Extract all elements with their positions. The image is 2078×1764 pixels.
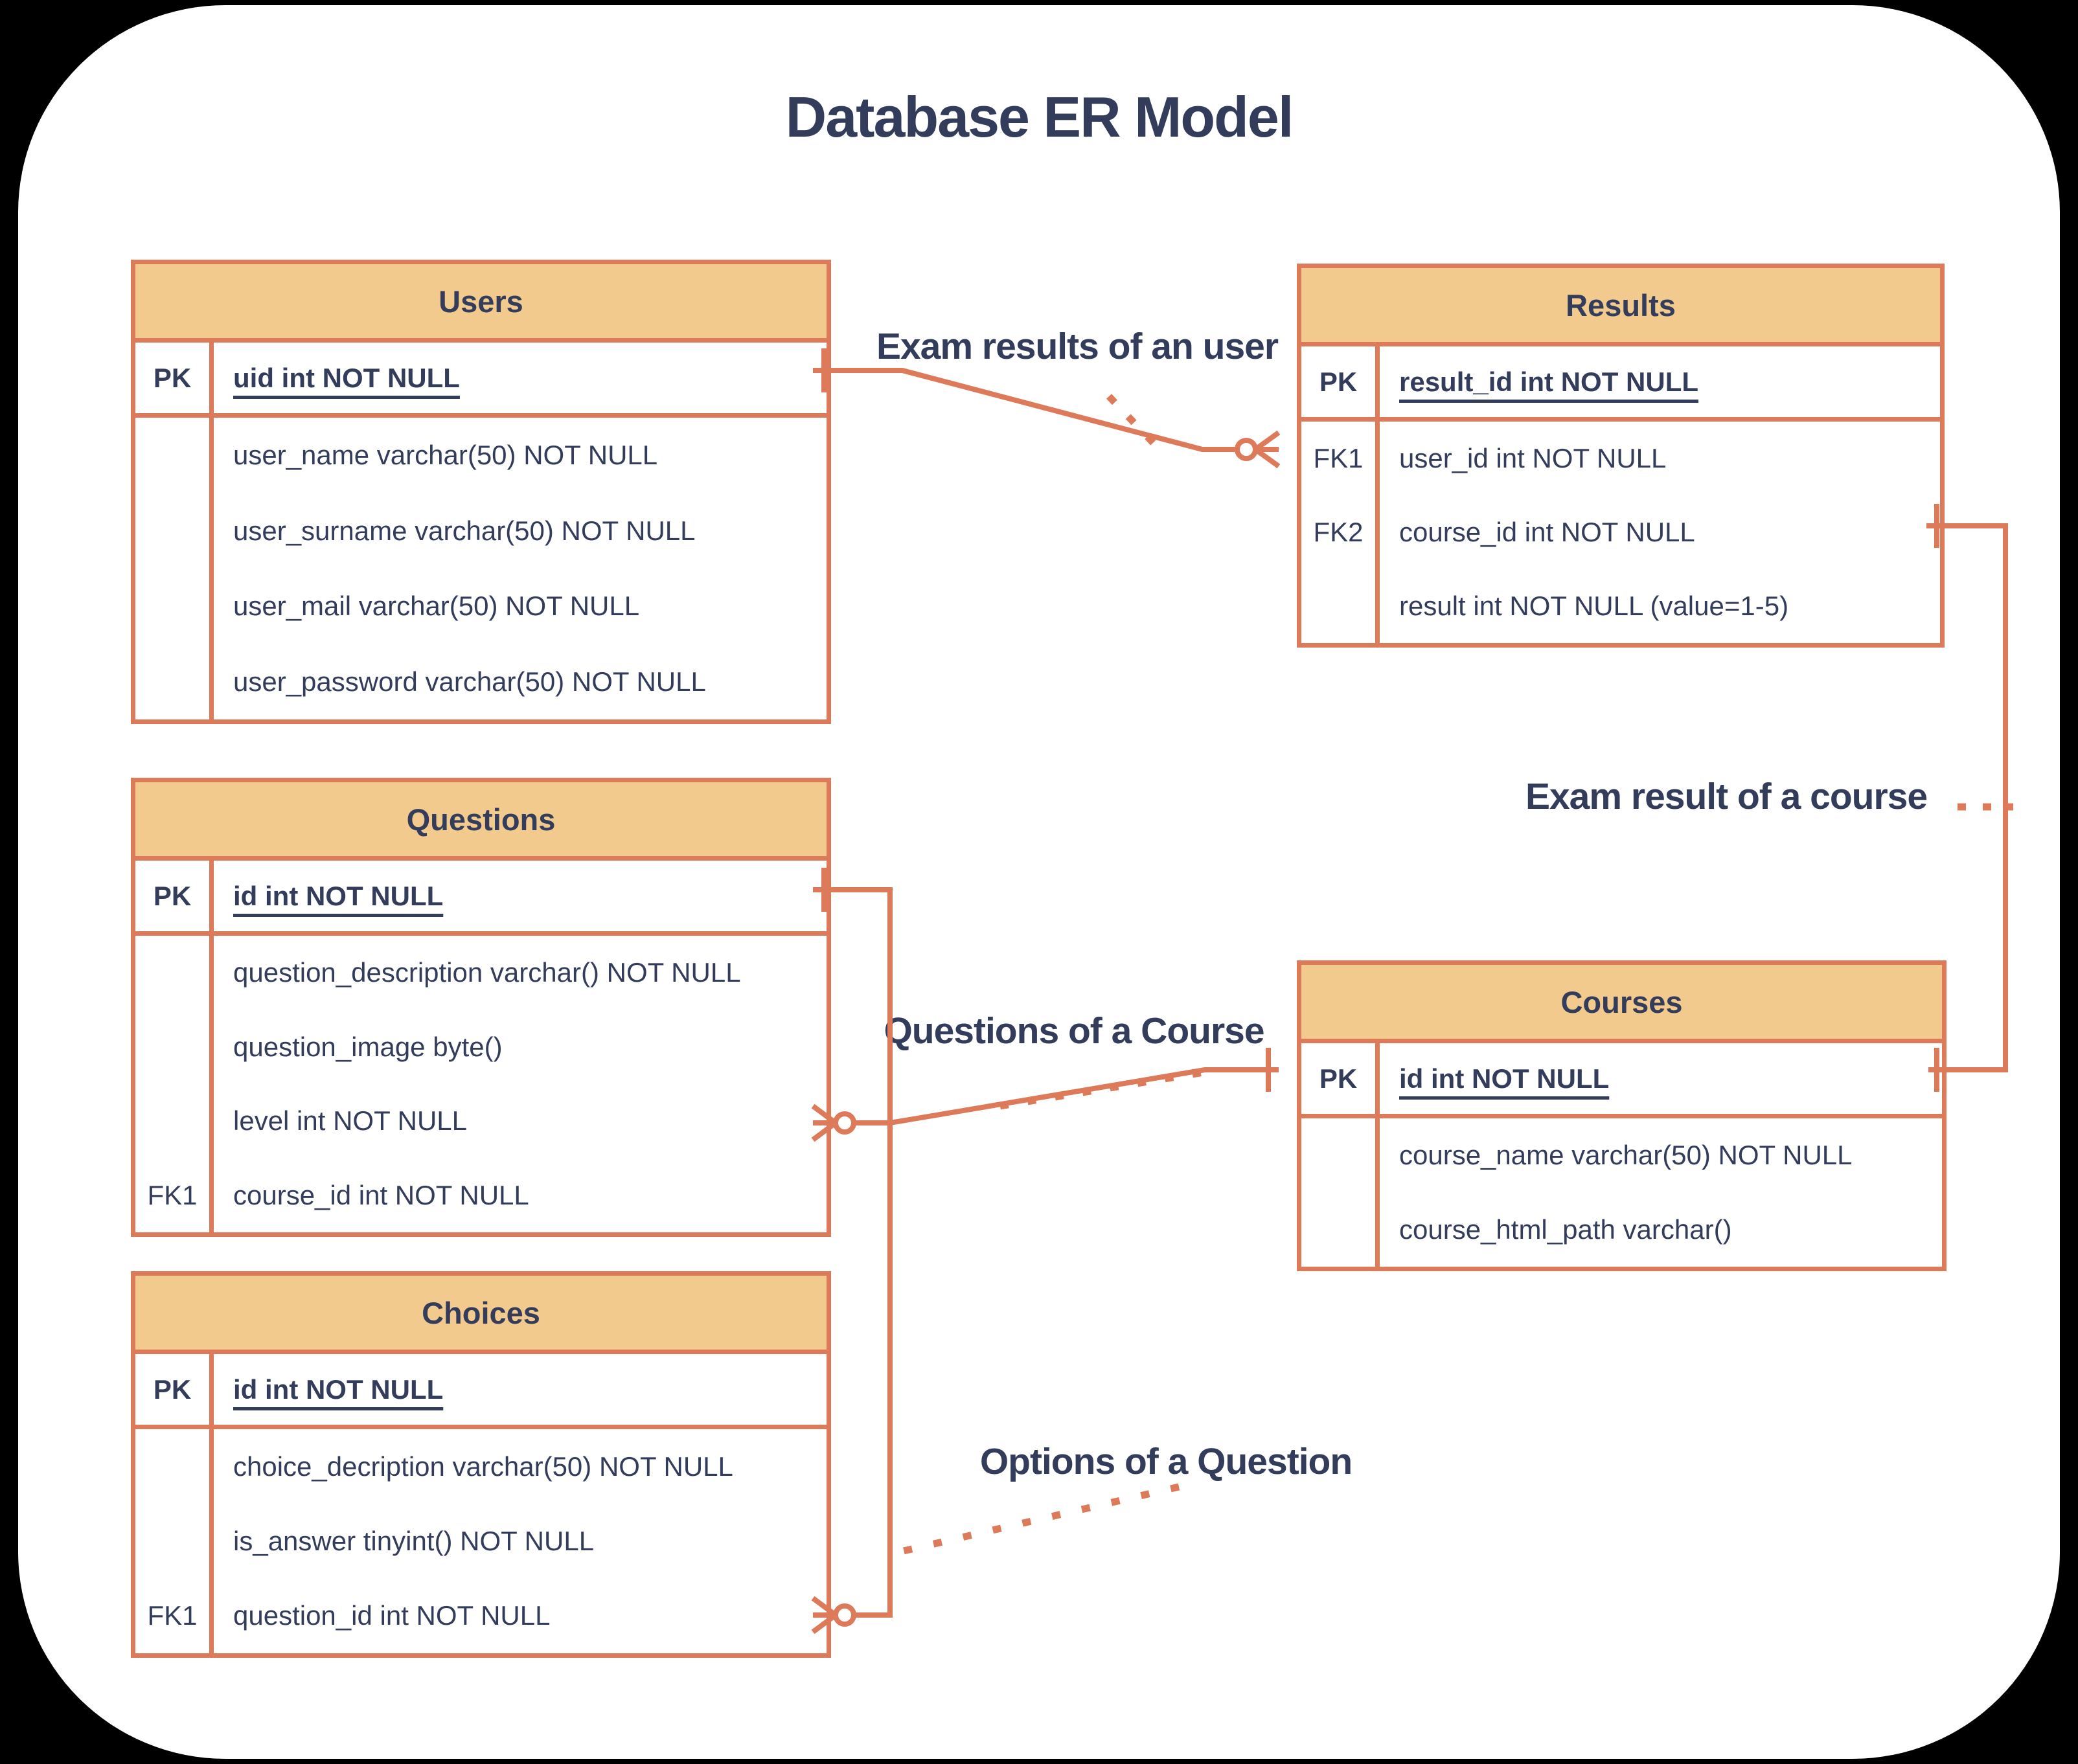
zero-circle — [833, 1111, 856, 1135]
key-cell — [135, 418, 214, 493]
entity-courses-pk-row: PK id int NOT NULL — [1301, 1043, 1942, 1118]
attribute-row: result int NOT NULL (value=1-5) — [1301, 569, 1940, 643]
entity-courses-header: Courses — [1301, 965, 1942, 1043]
entity-results-pk-row: PK result_id int NOT NULL — [1301, 346, 1940, 422]
entity-users-header: Users — [135, 264, 827, 343]
attribute-row: user_mail varchar(50) NOT NULL — [135, 569, 827, 644]
entity-questions: Questions PK id int NOT NULL question_de… — [131, 778, 831, 1237]
entity-questions-pk-row: PK id int NOT NULL — [135, 861, 827, 936]
pk-attr-cell: id int NOT NULL — [233, 880, 444, 911]
entity-users-title: Users — [439, 284, 523, 319]
key-cell — [135, 644, 214, 719]
crow-foot — [1253, 430, 1281, 469]
entity-users-body: user_name varchar(50) NOT NULL user_surn… — [135, 418, 827, 719]
entity-choices-header: Choices — [135, 1276, 827, 1354]
pk-attr-cell: uid int NOT NULL — [233, 362, 460, 393]
key-cell — [1301, 1118, 1380, 1193]
label-leader-dotted — [894, 1483, 1180, 1557]
label-leader-dotted — [1106, 394, 1161, 451]
attr-cell: user_name varchar(50) NOT NULL — [233, 440, 658, 471]
connector-options-of-a-question — [811, 868, 1180, 1634]
pk-key-cell: PK — [135, 1354, 214, 1425]
entity-results-header: Results — [1301, 268, 1940, 346]
attr-cell: question_id int NOT NULL — [233, 1600, 551, 1631]
pk-attr-cell: id int NOT NULL — [233, 1374, 444, 1405]
attr-cell: course_id int NOT NULL — [233, 1179, 529, 1210]
pk-attr-cell: result_id int NOT NULL — [1399, 366, 1698, 397]
key-cell — [135, 569, 214, 644]
page-title: Database ER Model — [785, 85, 1294, 149]
zero-circle — [833, 1603, 856, 1627]
key-cell — [135, 1084, 214, 1159]
entity-results-body: FK1 user_id int NOT NULL FK2 course_id i… — [1301, 422, 1940, 643]
attribute-row: FK1 course_id int NOT NULL — [135, 1158, 827, 1232]
entity-users-pk-row: PK uid int NOT NULL — [135, 343, 827, 418]
entity-choices-pk-row: PK id int NOT NULL — [135, 1354, 827, 1429]
pk-key-cell: PK — [1301, 1043, 1380, 1114]
attribute-row: user_password varchar(50) NOT NULL — [135, 644, 827, 719]
attr-cell: course_name varchar(50) NOT NULL — [1399, 1140, 1853, 1171]
attr-cell: question_description varchar() NOT NULL — [233, 957, 741, 988]
attr-cell: course_html_path varchar() — [1399, 1214, 1732, 1245]
attribute-row: is_answer tinyint() NOT NULL — [135, 1504, 827, 1579]
key-cell: FK1 — [1301, 422, 1380, 495]
attribute-row: question_image byte() — [135, 1010, 827, 1084]
entity-choices-title: Choices — [422, 1295, 540, 1330]
key-cell — [135, 1504, 214, 1579]
label-leader-dotted — [999, 1069, 1204, 1110]
key-cell — [135, 493, 214, 569]
diagram-canvas: Database ER Model Users PK uid int NOT N… — [18, 5, 2060, 1759]
attr-cell: user_id int NOT NULL — [1399, 443, 1667, 473]
entity-choices: Choices PK id int NOT NULL choice_decrip… — [131, 1271, 831, 1658]
attribute-row: FK1 user_id int NOT NULL — [1301, 422, 1940, 495]
pk-attr-cell: id int NOT NULL — [1399, 1063, 1610, 1094]
key-cell — [135, 936, 214, 1010]
attribute-row: course_name varchar(50) NOT NULL — [1301, 1118, 1942, 1193]
entity-courses-title: Courses — [1560, 984, 1683, 1019]
key-cell — [135, 1010, 214, 1084]
attribute-row: user_surname varchar(50) NOT NULL — [135, 493, 827, 569]
key-cell: FK1 — [135, 1158, 214, 1232]
relationship-label-options-of-a-question: Options of a Question — [979, 1441, 1353, 1482]
attribute-row: user_name varchar(50) NOT NULL — [135, 418, 827, 493]
attribute-row: question_description varchar() NOT NULL — [135, 936, 827, 1010]
key-cell — [135, 1429, 214, 1504]
attr-cell: course_id int NOT NULL — [1399, 517, 1695, 547]
entity-results: Results PK result_id int NOT NULL FK1 us… — [1297, 264, 1945, 648]
relationship-label-exam-result-of-a-course: Exam result of a course — [1525, 776, 1928, 817]
attr-cell: user_mail varchar(50) NOT NULL — [233, 591, 640, 622]
attr-cell: user_password varchar(50) NOT NULL — [233, 666, 706, 697]
entity-questions-header: Questions — [135, 782, 827, 861]
key-cell: FK2 — [1301, 495, 1380, 569]
attr-cell: choice_decription varchar(50) NOT NULL — [233, 1451, 733, 1482]
entity-results-title: Results — [1566, 288, 1676, 322]
attribute-row: choice_decription varchar(50) NOT NULL — [135, 1429, 827, 1504]
attr-cell: question_image byte() — [233, 1031, 503, 1062]
zero-circle — [1235, 438, 1258, 461]
attr-cell: user_surname varchar(50) NOT NULL — [233, 515, 696, 546]
key-cell: FK1 — [135, 1578, 214, 1653]
pk-key-cell: PK — [1301, 346, 1380, 417]
relationship-label-questions-of-a-course: Questions of a Course — [884, 1010, 1264, 1052]
key-cell — [1301, 1192, 1380, 1267]
key-cell — [1301, 569, 1380, 643]
relationship-label-exam-results-of-an-user: Exam results of an user — [876, 326, 1279, 367]
attr-cell: is_answer tinyint() NOT NULL — [233, 1525, 595, 1556]
attribute-row: FK1 question_id int NOT NULL — [135, 1578, 827, 1653]
attr-cell: level int NOT NULL — [233, 1105, 468, 1136]
attribute-row: level int NOT NULL — [135, 1084, 827, 1159]
connector-questions-of-a-course — [811, 1048, 1279, 1142]
entity-courses-body: course_name varchar(50) NOT NULL course_… — [1301, 1118, 1942, 1267]
entity-users: Users PK uid int NOT NULL user_name varc… — [131, 260, 831, 724]
attribute-row: course_html_path varchar() — [1301, 1192, 1942, 1267]
attr-cell: result int NOT NULL (value=1-5) — [1399, 591, 1789, 621]
entity-questions-title: Questions — [406, 802, 556, 837]
pk-key-cell: PK — [135, 861, 214, 931]
entity-courses: Courses PK id int NOT NULL course_name v… — [1297, 960, 1947, 1271]
entity-questions-body: question_description varchar() NOT NULL … — [135, 936, 827, 1232]
pk-key-cell: PK — [135, 343, 214, 413]
entity-choices-body: choice_decription varchar(50) NOT NULL i… — [135, 1429, 827, 1653]
attribute-row: FK2 course_id int NOT NULL — [1301, 495, 1940, 569]
